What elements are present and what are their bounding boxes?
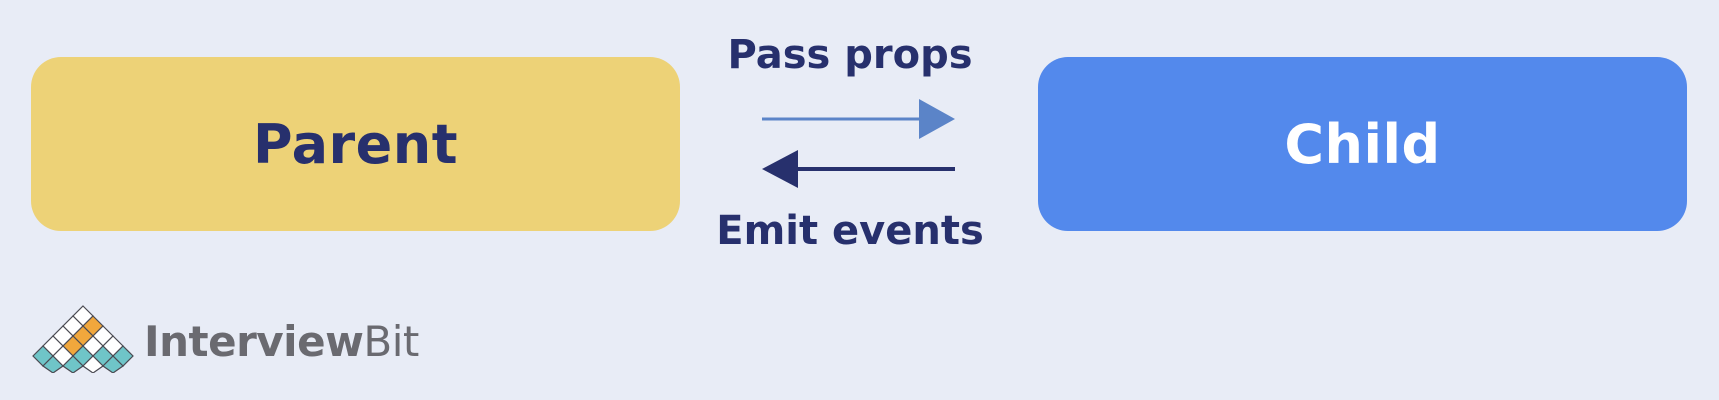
interviewbit-logo-mark-icon [32, 305, 134, 373]
wordmark-bit: Bit [363, 317, 419, 366]
interviewbit-wordmark: InterviewBit [144, 317, 419, 366]
interviewbit-logo: InterviewBit [28, 303, 448, 373]
parent-node-label: Parent [252, 112, 459, 176]
pass-props-label: Pass props [727, 32, 973, 78]
wordmark-interview: Interview [144, 317, 364, 366]
pass-props-arrow [762, 99, 955, 139]
child-node-label: Child [1284, 112, 1441, 176]
emit-events-label: Emit events [716, 208, 984, 254]
parent-node: Parent [31, 57, 680, 231]
child-node: Child [1038, 57, 1687, 231]
emit-events-arrow [762, 150, 955, 188]
